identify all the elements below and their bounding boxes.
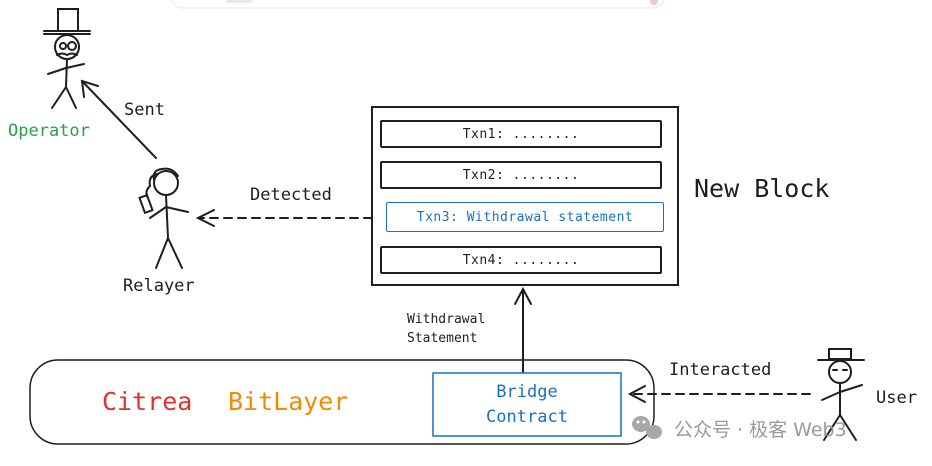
interacted-label: Interacted — [669, 360, 772, 380]
detected-arrow — [195, 209, 373, 227]
new-block-title: New Block — [694, 174, 830, 203]
txn-row-4: Txn4: ........ — [380, 246, 662, 274]
user-figure — [817, 348, 865, 441]
bridge-contract-box — [432, 372, 622, 437]
detected-label: Detected — [250, 185, 332, 205]
operator-label: Operator — [8, 121, 90, 141]
txn-row-3-highlighted: Txn3: Withdrawal statement — [386, 202, 664, 232]
txn-label: Txn1: ........ — [462, 126, 580, 142]
bridge-label-line1: Bridge — [496, 382, 558, 402]
withdrawal-statement-label-line2: Statement — [407, 331, 478, 346]
wechat-logo-icon — [632, 416, 662, 439]
relayer-figure — [138, 167, 189, 269]
withdrawal-statement-label-line1: Withdrawal — [407, 312, 486, 327]
sent-arrow — [80, 79, 157, 159]
interacted-arrow — [627, 385, 811, 403]
txn-row-2: Txn2: ........ — [380, 161, 662, 189]
txn-label: Txn3: Withdrawal statement — [416, 209, 634, 225]
citrea-label: Citrea — [102, 387, 193, 416]
withdrawal-statement-arrow — [514, 286, 532, 373]
top-bar-fragment — [171, 0, 665, 9]
bridge-label-line2: Contract — [486, 407, 568, 427]
bitlayer-label: BitLayer — [228, 387, 349, 416]
txn-label: Txn4: ........ — [462, 252, 580, 268]
user-label: User — [876, 388, 917, 408]
txn-row-1: Txn1: ........ — [380, 120, 662, 148]
operator-figure — [43, 8, 91, 109]
new-block-box — [371, 106, 679, 286]
watermark-text: 公众号 · 极客 Web3 — [674, 419, 847, 441]
relayer-label: Relayer — [123, 276, 195, 296]
txn-label: Txn2: ........ — [462, 167, 580, 183]
chain-container — [29, 359, 655, 445]
sent-label: Sent — [124, 100, 165, 120]
